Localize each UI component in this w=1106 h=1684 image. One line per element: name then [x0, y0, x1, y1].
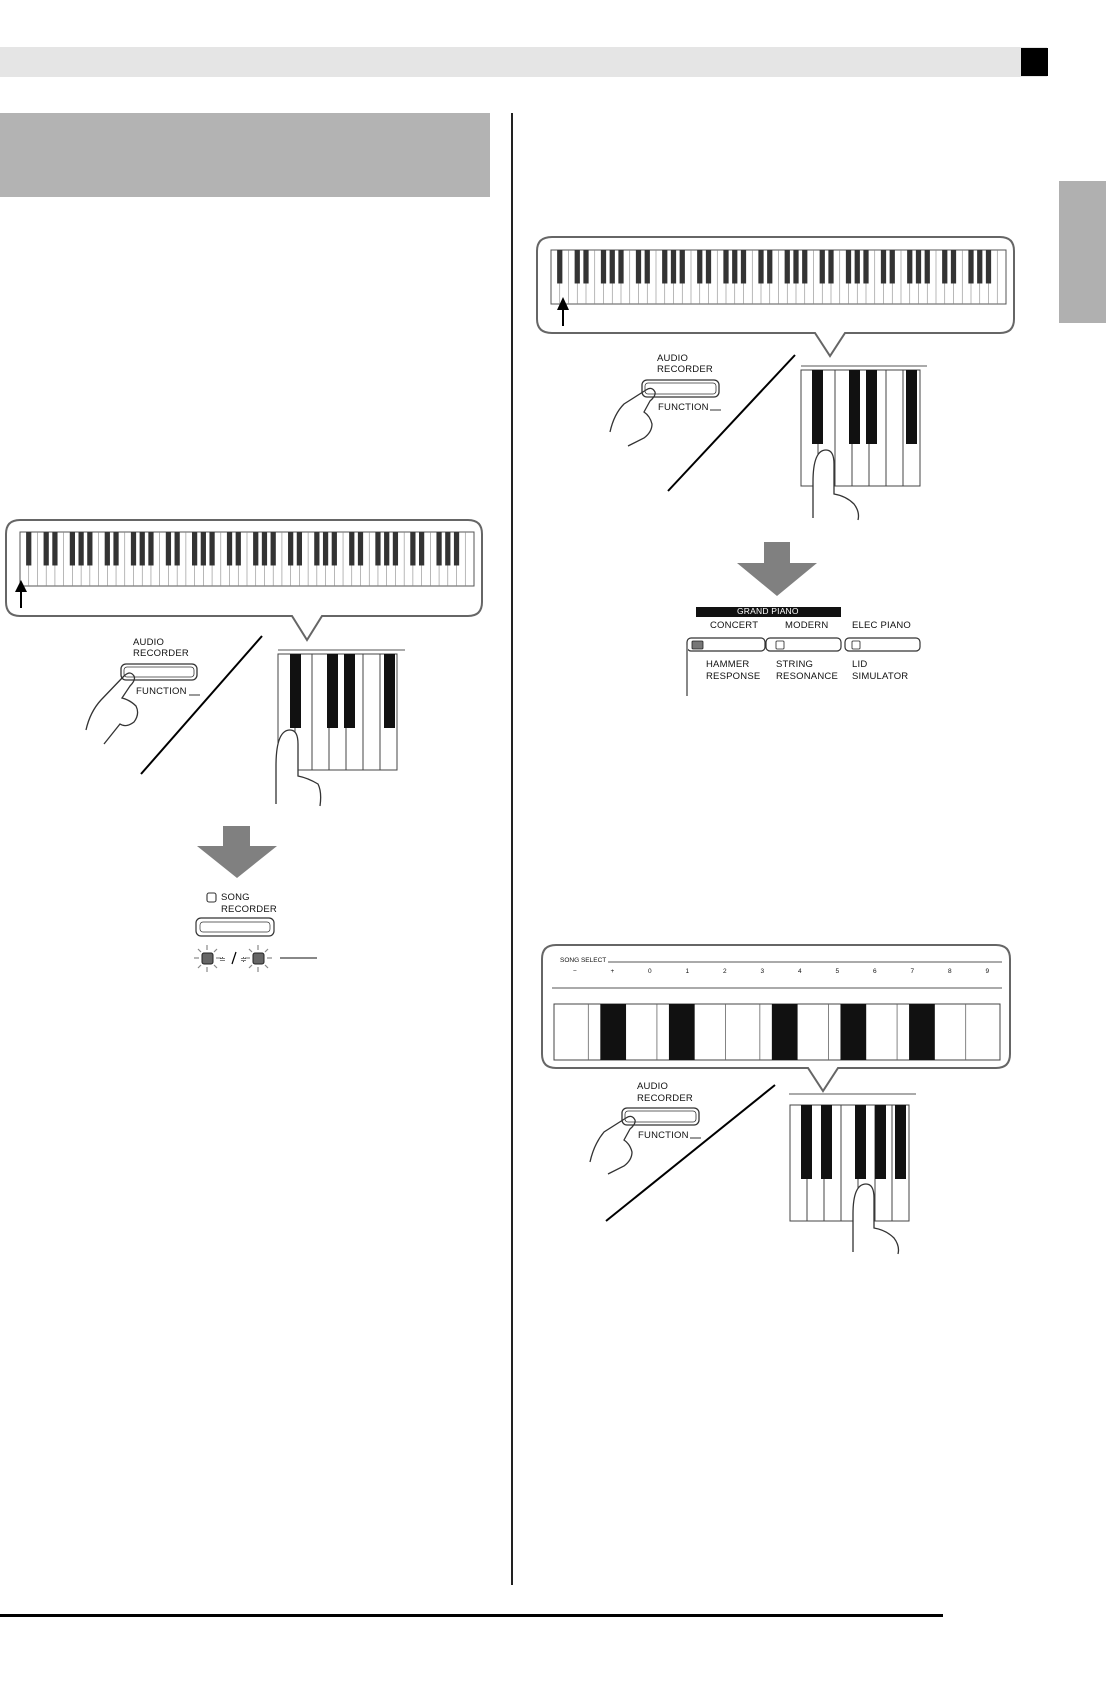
audio-label: AUDIO [657, 353, 689, 364]
pressing-hand-icon [85, 672, 139, 745]
song-select-mark: 3 [760, 968, 765, 975]
function-label: FUNCTION [136, 686, 187, 697]
audio-label: AUDIO [637, 1081, 669, 1092]
svg-text:≐: ≐ [219, 955, 226, 964]
finger-icon [852, 1183, 900, 1255]
full-keyboard-left [19, 531, 475, 587]
recorder-label: RECORDER [657, 364, 713, 375]
song-label: SONG [221, 892, 250, 903]
side-tab [1059, 181, 1106, 323]
song-select-mark: 0 [648, 968, 652, 975]
song-select-mark: + [610, 968, 615, 975]
arrow-up-icon [15, 580, 27, 608]
resonance-label: RESONANCE [776, 671, 838, 682]
full-keyboard-right-top [550, 249, 1007, 305]
header-bar [0, 47, 1047, 77]
concert-label: CONCERT [710, 620, 759, 631]
song-select-mark: 5 [835, 968, 840, 975]
song-select-mark: − [573, 968, 577, 975]
lid-label: LID [852, 659, 868, 670]
song-select-mark: 6 [873, 968, 877, 975]
song-select-mark: 8 [948, 968, 952, 975]
header-marker [1021, 48, 1048, 76]
pressing-hand-icon [609, 387, 656, 447]
finger-icon [275, 729, 322, 807]
response-label: RESPONSE [706, 671, 761, 682]
recorder-label: RECORDER [133, 648, 189, 659]
song-select-mark: 9 [985, 968, 990, 975]
elec-piano-label: ELEC PIANO [852, 620, 912, 631]
hammer-label: HAMMER [706, 659, 750, 670]
function-label: FUNCTION [658, 402, 709, 413]
function-label: FUNCTION [638, 1130, 689, 1141]
song-select-mark: 1 [685, 968, 690, 975]
song-recorder-label: RECORDER [221, 904, 277, 915]
arrow-up-icon [557, 297, 569, 326]
recorder-label: RECORDER [637, 1093, 693, 1104]
svg-text:≑: ≑ [240, 955, 247, 964]
audio-label: AUDIO [133, 637, 165, 648]
section-heading-box [0, 113, 490, 197]
footer-rule [0, 1614, 943, 1617]
string-label: STRING [776, 659, 814, 670]
song-select-mark: 7 [910, 968, 915, 975]
modern-label: MODERN [785, 620, 829, 631]
simulator-label: SIMULATOR [852, 671, 909, 682]
song-select-mark: 4 [798, 968, 802, 975]
grand-piano-label: GRAND PIANO [737, 606, 799, 616]
pressing-hand-icon [589, 1115, 636, 1175]
finger-icon [812, 449, 860, 521]
column-divider [511, 113, 513, 1585]
song-select-mark: 2 [723, 968, 727, 975]
song-select-label: SONG SELECT [560, 957, 607, 964]
